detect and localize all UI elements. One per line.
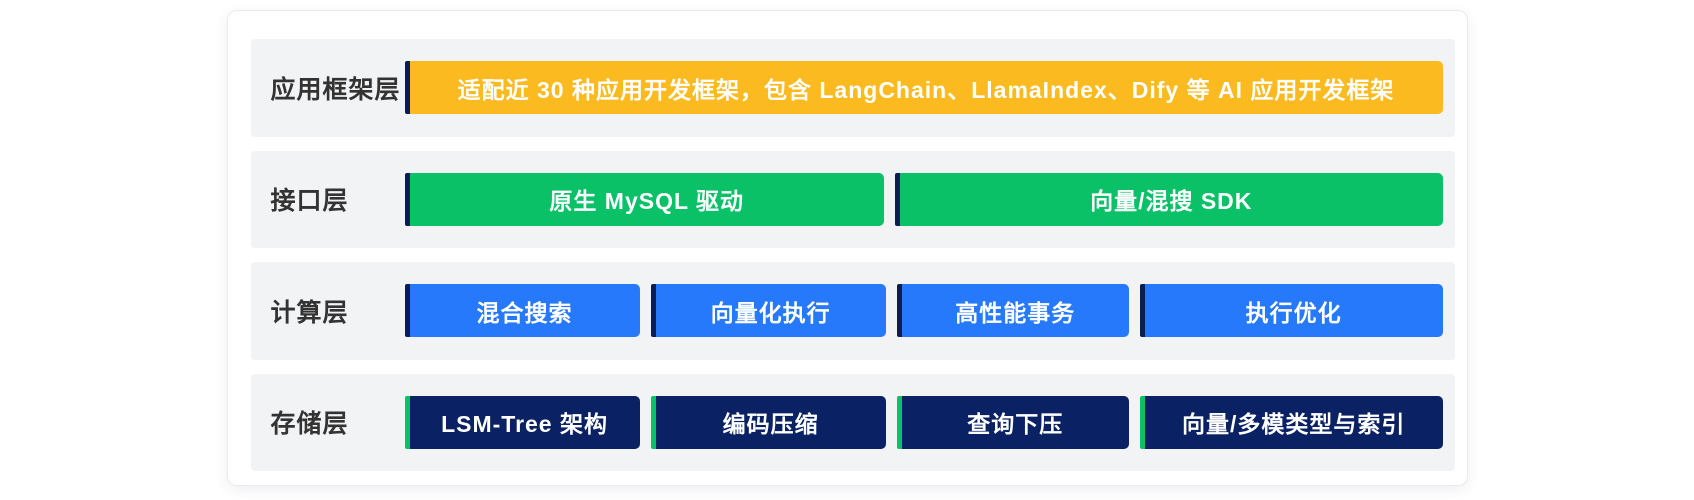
bar-execution-optimization: 执行优化 — [1139, 284, 1443, 338]
bar-group-interface: 原生 MySQL 驱动 向量/混搜 SDK — [404, 172, 1443, 226]
bar-vector-hybrid-search-sdk: 向量/混搜 SDK — [894, 172, 1443, 226]
bar-native-mysql-driver: 原生 MySQL 驱动 — [404, 172, 884, 226]
layer-row-compute: 计算层 混合搜索 向量化执行 高性能事务 执行优化 — [250, 262, 1455, 360]
bar-hybrid-search: 混合搜索 — [404, 284, 640, 338]
bar-group-storage: LSM-Tree 架构 编码压缩 查询下压 向量/多模类型与索引 — [404, 395, 1443, 449]
bar-query-pushdown: 查询下压 — [896, 395, 1129, 449]
layer-label-interface: 接口层 — [270, 187, 349, 216]
layer-row-interface: 接口层 原生 MySQL 驱动 向量/混搜 SDK — [250, 150, 1455, 248]
bar-group-app-framework: 适配近 30 种应用开发框架，包含 LangChain、LlamaIndex、D… — [404, 61, 1443, 115]
bar-vector-multimodal-types-indexes: 向量/多模类型与索引 — [1139, 395, 1443, 449]
layer-label-compute: 计算层 — [270, 298, 349, 327]
bar-high-performance-transactions: 高性能事务 — [896, 284, 1129, 338]
layer-label-app-framework: 应用框架层 — [270, 75, 401, 104]
architecture-card: 应用框架层 适配近 30 种应用开发框架，包含 LangChain、LlamaI… — [226, 10, 1468, 486]
bar-group-compute: 混合搜索 向量化执行 高性能事务 执行优化 — [404, 284, 1443, 338]
bar-app-frameworks: 适配近 30 种应用开发框架，包含 LangChain、LlamaIndex、D… — [404, 61, 1443, 115]
bar-encoding-compression: 编码压缩 — [650, 395, 886, 449]
bar-lsm-tree-architecture: LSM-Tree 架构 — [404, 395, 640, 449]
layer-label-storage: 存储层 — [270, 410, 349, 439]
layer-row-storage: 存储层 LSM-Tree 架构 编码压缩 查询下压 向量/多模类型与索引 — [250, 373, 1455, 471]
bar-vectorized-execution: 向量化执行 — [650, 284, 886, 338]
layer-row-app-framework: 应用框架层 适配近 30 种应用开发框架，包含 LangChain、LlamaI… — [250, 39, 1455, 137]
